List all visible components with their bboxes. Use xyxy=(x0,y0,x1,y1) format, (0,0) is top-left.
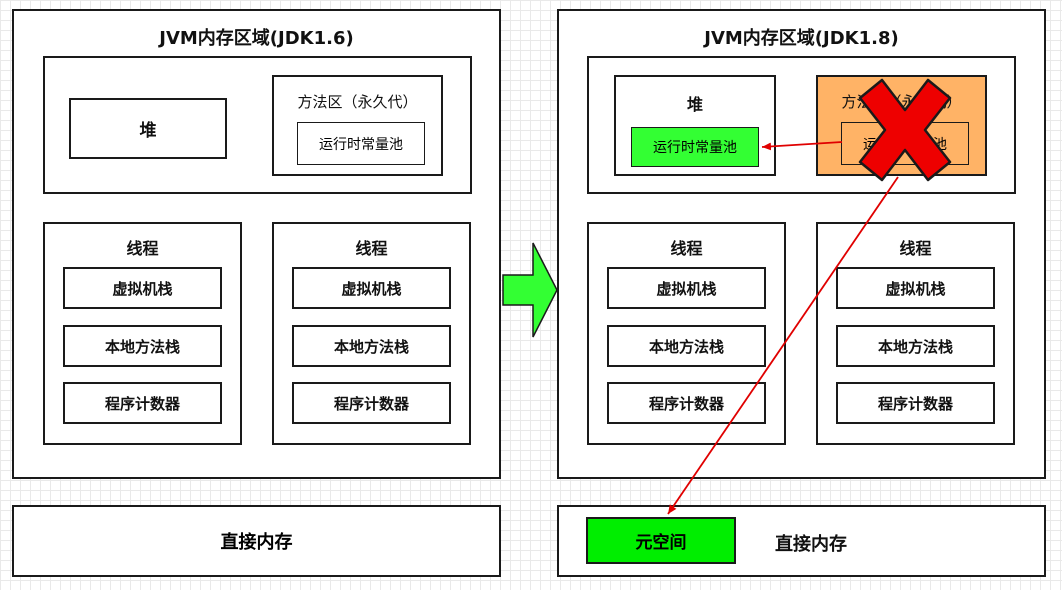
program-counter: 程序计数器 xyxy=(292,382,451,424)
program-counter: 程序计数器 xyxy=(63,382,222,424)
jvm-title-jdk18: JVM内存区域(JDK1.8) xyxy=(704,28,899,49)
heap-title-jdk18: 堆 xyxy=(686,95,703,114)
method-area-title-jdk16: 方法区（永久代） xyxy=(297,93,418,111)
native-method-stack: 本地方法栈 xyxy=(607,325,766,367)
native-method-stack: 本地方法栈 xyxy=(63,325,222,367)
direct-memory-jdk16: 直接内存 xyxy=(12,505,501,577)
heap-constant-pool-jdk18: 运行时常量池 xyxy=(631,127,759,167)
method-area-title-jdk18: 方法区（永久代） xyxy=(841,93,962,111)
program-counter: 程序计数器 xyxy=(607,382,766,424)
direct-memory-label-jdk18: 直接内存 xyxy=(775,534,847,555)
constant-pool-jdk18: 运行时常量池 xyxy=(841,122,969,165)
native-method-stack: 本地方法栈 xyxy=(836,325,995,367)
thread-title: 线程 xyxy=(899,239,932,258)
jvm-title-jdk16: JVM内存区域(JDK1.6) xyxy=(159,28,354,49)
right-arrow-icon xyxy=(502,242,558,338)
native-method-stack: 本地方法栈 xyxy=(292,325,451,367)
program-counter: 程序计数器 xyxy=(836,382,995,424)
thread-title: 线程 xyxy=(355,239,388,258)
thread-title: 线程 xyxy=(126,239,159,258)
thread-title: 线程 xyxy=(670,239,703,258)
vm-stack: 虚拟机栈 xyxy=(607,267,766,309)
vm-stack: 虚拟机栈 xyxy=(836,267,995,309)
vm-stack: 虚拟机栈 xyxy=(292,267,451,309)
metaspace-box: 元空间 xyxy=(586,517,736,564)
constant-pool-jdk16: 运行时常量池 xyxy=(297,122,425,165)
heap-box-jdk16: 堆 xyxy=(69,98,227,159)
vm-stack: 虚拟机栈 xyxy=(63,267,222,309)
